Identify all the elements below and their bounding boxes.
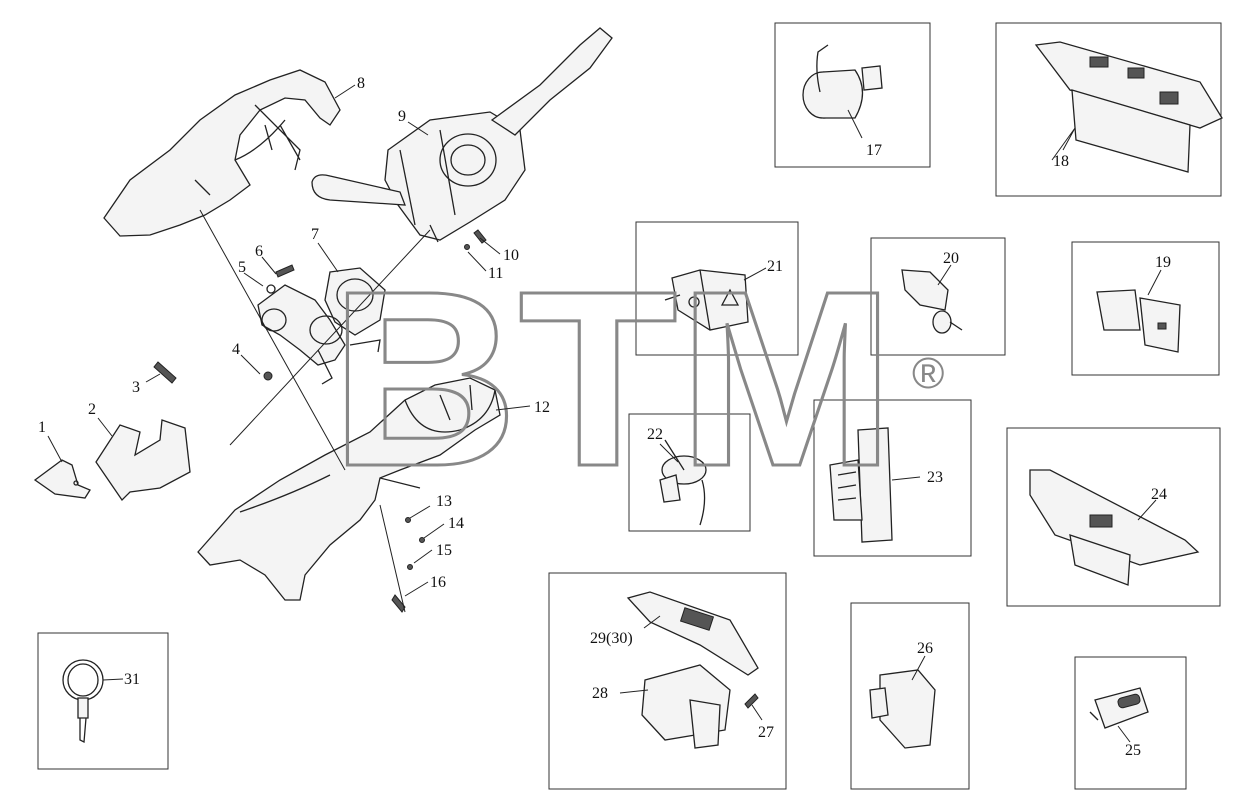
part-21-hazard-switch: [664, 269, 749, 331]
plate: [33, 459, 91, 499]
inset-box-29: [548, 572, 787, 790]
callout-12: 12: [534, 399, 550, 416]
part-17-sensor: [802, 44, 883, 119]
inset-box-25: [1074, 656, 1187, 790]
inset-box-20: [870, 237, 1006, 356]
callout-26: 26: [917, 640, 933, 657]
callout-24: 24: [1151, 486, 1167, 503]
callout-16: 16: [430, 574, 446, 591]
inset-box-26: [850, 602, 970, 790]
lower-column-cover: [197, 377, 501, 601]
callout-17: 17: [866, 142, 882, 159]
inset-box-17: [774, 22, 931, 168]
part-31-key-ring: [62, 659, 104, 744]
callout-20: 20: [943, 250, 959, 267]
callout-9: 9: [398, 108, 406, 125]
washer-13: [405, 517, 411, 523]
washer-4: [263, 371, 273, 381]
wiper-stalk: [490, 27, 613, 136]
callout-21: 21: [767, 258, 783, 275]
screw-27: [744, 693, 759, 709]
callout-6: 6: [255, 243, 263, 260]
callout-4: 4: [232, 341, 240, 358]
part-24-window-switch-bezel: [1029, 469, 1200, 586]
callout-3: 3: [132, 379, 140, 396]
inset-box-24: [1006, 427, 1221, 607]
screw-6: [275, 264, 295, 278]
part-18-window-switch-panel: [1034, 41, 1223, 173]
washer-15: [407, 564, 413, 570]
part-25-switch: [1089, 687, 1149, 729]
callout-22: 22: [647, 426, 663, 443]
callout-23: 23: [927, 469, 943, 486]
part-20-switch: [901, 269, 963, 334]
callout-8: 8: [357, 75, 365, 92]
part-26-switch: [869, 669, 936, 749]
callout-1: 1: [38, 419, 46, 436]
part-29-switch-bezel: [626, 591, 759, 676]
inset-box-23: [813, 399, 972, 557]
screw-16: [391, 594, 406, 613]
watermark-text: BTM: [330, 239, 895, 518]
inset-box-22: [628, 413, 751, 532]
upper-column-cover: [103, 69, 341, 237]
inset-box-31: [37, 632, 169, 770]
inset-box-21: [635, 221, 799, 356]
registered-mark: ®: [912, 349, 944, 398]
inset-box-18: [995, 22, 1222, 197]
washer-5: [266, 284, 276, 294]
callout-19: 19: [1155, 254, 1171, 271]
callout-29: 29(30): [590, 630, 633, 647]
callout-11: 11: [488, 265, 503, 282]
part-23-switch: [829, 427, 893, 543]
callout-10: 10: [503, 247, 519, 264]
part-28-window-switch: [641, 664, 731, 749]
callout-28: 28: [592, 685, 608, 702]
callout-2: 2: [88, 401, 96, 418]
screw-3: [153, 361, 177, 384]
callout-25: 25: [1125, 742, 1141, 759]
turn-signal-stalk: [311, 174, 406, 206]
part-22-sensor: [659, 439, 707, 526]
bracket: [95, 419, 191, 502]
callout-7: 7: [311, 226, 319, 243]
assembly-axis: [199, 209, 431, 613]
callout-5: 5: [238, 259, 246, 276]
part-19-switch: [1096, 289, 1181, 353]
combination-switch: [384, 111, 526, 241]
leader-lines: [47, 84, 1162, 743]
screw-10: [473, 229, 487, 244]
callout-18: 18: [1053, 153, 1069, 170]
ignition-lock-cylinder: [324, 267, 386, 336]
callout-14: 14: [448, 515, 464, 532]
btm-watermark: BTM ®: [329, 238, 945, 520]
washer-11: [464, 244, 470, 250]
inset-box-19: [1071, 241, 1220, 376]
washer-14: [419, 537, 425, 543]
callout-15: 15: [436, 542, 452, 559]
callout-27: 27: [758, 724, 774, 741]
callout-13: 13: [436, 493, 452, 510]
callout-31: 31: [124, 671, 140, 688]
